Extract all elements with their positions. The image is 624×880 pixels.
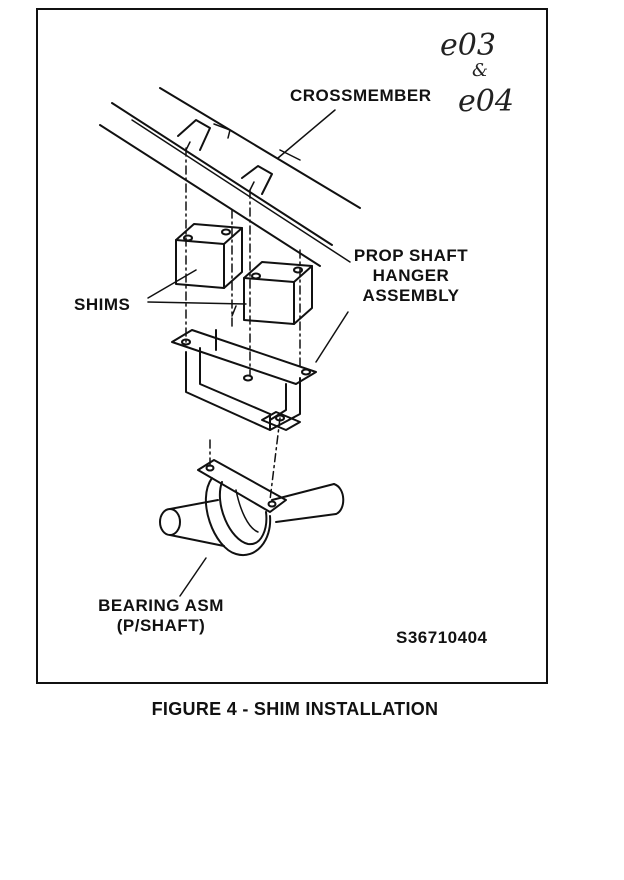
crossmember xyxy=(99,87,361,267)
figure-caption: FIGURE 4 - SHIM INSTALLATION xyxy=(151,699,439,719)
crossmember-label: CROSSMEMBER xyxy=(290,86,432,105)
prop-shaft-hanger-label-line1: PROP SHAFT xyxy=(353,246,469,265)
prop-shaft-hanger-label: PROP SHAFT HANGER ASSEMBLY xyxy=(336,246,486,306)
handwritten-note-line2: & xyxy=(472,60,489,81)
shims-label: SHIMS xyxy=(74,295,131,314)
bearing-asm-label-line1: BEARING ASM xyxy=(98,596,224,615)
bearing-asm-label: BEARING ASM (P/SHAFT) xyxy=(76,596,246,636)
handwritten-note-line1: e03 xyxy=(440,28,496,63)
figure-frame xyxy=(36,8,548,684)
figure-code: S36710404 xyxy=(396,628,488,647)
shim-right xyxy=(243,261,313,325)
prop-shaft-hanger-label-line3: ASSEMBLY xyxy=(362,286,460,305)
bearing-assembly xyxy=(197,459,287,557)
leader-lines xyxy=(147,109,349,597)
bearing-asm-label-line2: (P/SHAFT) xyxy=(116,616,206,635)
handwritten-note-line3: e04 xyxy=(458,84,514,119)
shim-left xyxy=(175,223,243,289)
prop-shaft-hanger-label-line2: HANGER xyxy=(372,266,450,285)
propeller-shaft xyxy=(159,483,345,547)
prop-shaft-hanger-bracket xyxy=(171,329,317,431)
